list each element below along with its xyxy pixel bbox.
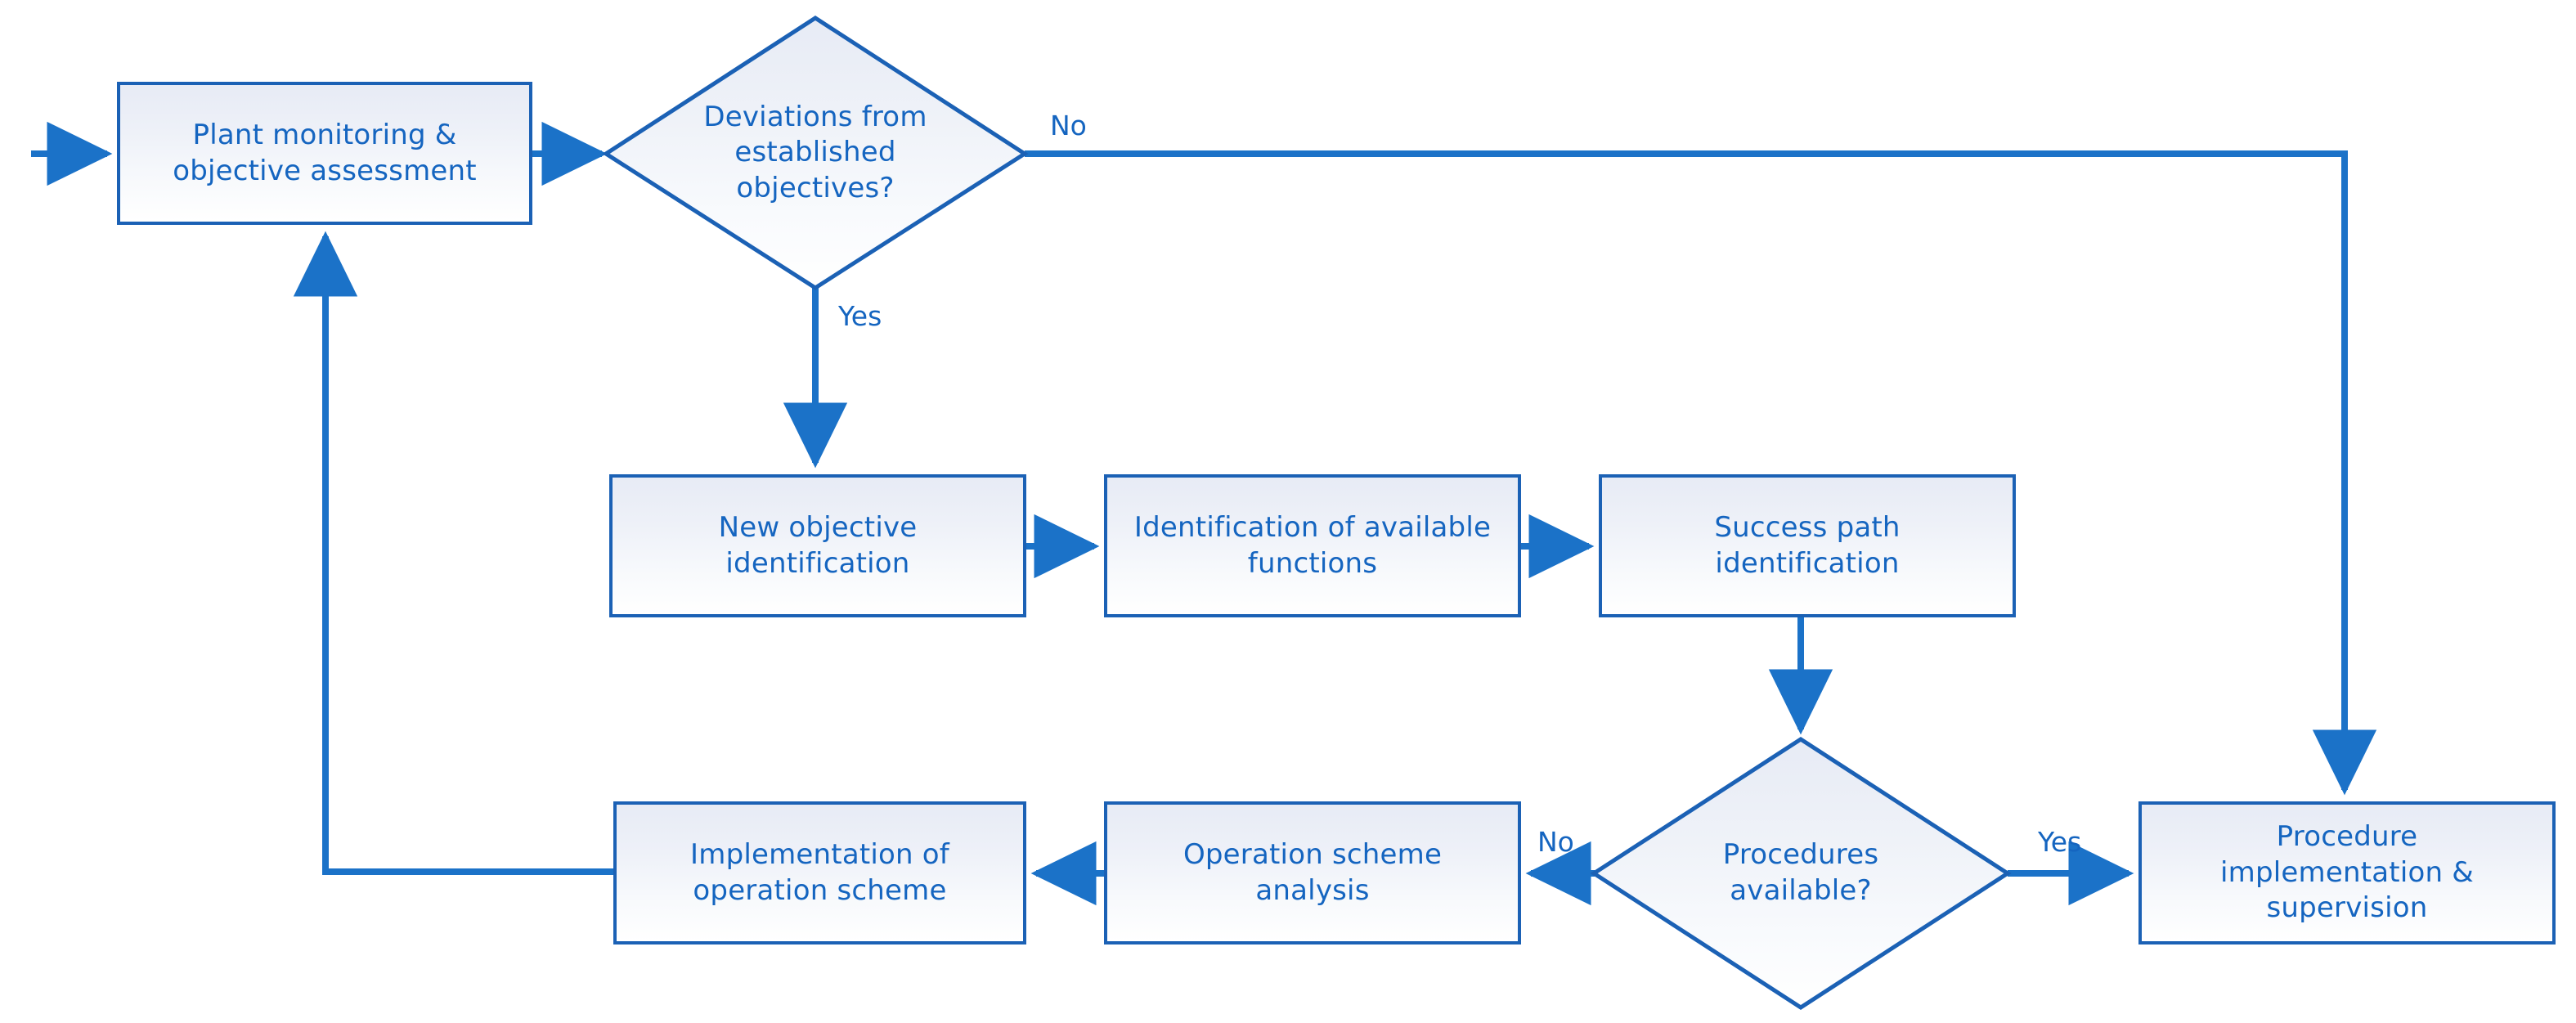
node-procedure-implementation[interactable]: Procedure implementation & supervision — [2138, 801, 2556, 944]
node-success-path[interactable]: Success path identification — [1599, 474, 2016, 617]
node-success-path-line1: Success path — [1714, 510, 1901, 544]
node-available-functions[interactable]: Identification of available functions — [1104, 474, 1521, 617]
node-procedure-implementation-line2: implementation & — [2220, 855, 2474, 889]
edge-label-deviations-yes: Yes — [838, 300, 882, 332]
node-implementation-operation-scheme-line1: Implementation of — [690, 837, 949, 871]
node-plant-monitoring-line1: Plant monitoring & — [192, 118, 457, 151]
edge-label-deviations-no: No — [1050, 110, 1087, 141]
node-deviations-decision[interactable]: Deviations from established objectives? — [606, 18, 1025, 288]
node-plant-monitoring[interactable]: Plant monitoring & objective assessment — [117, 82, 532, 225]
node-operation-scheme-analysis-line1: Operation scheme — [1183, 837, 1443, 871]
edge-label-procedures-yes: Yes — [2038, 826, 2082, 858]
node-deviations-decision-line3: objectives? — [736, 171, 895, 204]
node-success-path-line2: identification — [1715, 546, 1900, 580]
node-operation-scheme-analysis-line2: analysis — [1255, 873, 1370, 907]
node-deviations-decision-line1: Deviations from — [703, 100, 927, 133]
node-new-objective-line2: identification — [725, 546, 910, 580]
node-operation-scheme-analysis-label: Operation scheme analysis — [1172, 837, 1453, 909]
node-deviations-decision-line2: established — [734, 136, 896, 169]
edge-deviations-no-to-procedure-implementation — [1025, 150, 2377, 796]
node-procedures-decision-label: Procedures available? — [1672, 837, 1929, 909]
node-available-functions-line2: functions — [1247, 546, 1378, 580]
node-available-functions-line1: Identification of available — [1133, 510, 1492, 544]
node-plant-monitoring-label: Plant monitoring & objective assessment — [161, 118, 488, 189]
edge-implementation-to-plant-monitoring — [293, 231, 613, 875]
node-implementation-operation-scheme[interactable]: Implementation of operation scheme — [613, 801, 1026, 944]
node-procedures-decision[interactable]: Procedures available? — [1594, 739, 2008, 1007]
node-procedure-implementation-line3: supervision — [2266, 891, 2428, 925]
node-implementation-operation-scheme-label: Implementation of operation scheme — [679, 837, 961, 909]
node-operation-scheme-analysis[interactable]: Operation scheme analysis — [1104, 801, 1521, 944]
node-procedures-decision-line1: Procedures — [1722, 838, 1879, 872]
node-available-functions-label: Identification of available functions — [1123, 510, 1502, 581]
node-new-objective-label: New objective identification — [707, 510, 929, 581]
node-new-objective-line1: New objective — [718, 510, 918, 544]
node-new-objective[interactable]: New objective identification — [609, 474, 1026, 617]
edge-label-procedures-no: No — [1537, 826, 1574, 858]
node-procedures-decision-line2: available? — [1730, 874, 1872, 907]
node-success-path-label: Success path identification — [1703, 510, 1911, 581]
node-procedure-implementation-label: Procedure implementation & supervision — [2209, 819, 2485, 927]
node-procedure-implementation-line1: Procedure — [2276, 820, 2418, 854]
node-implementation-operation-scheme-line2: operation scheme — [693, 873, 947, 907]
node-plant-monitoring-line2: objective assessment — [173, 154, 477, 187]
node-deviations-decision-label: Deviations from established objectives? — [685, 100, 945, 207]
